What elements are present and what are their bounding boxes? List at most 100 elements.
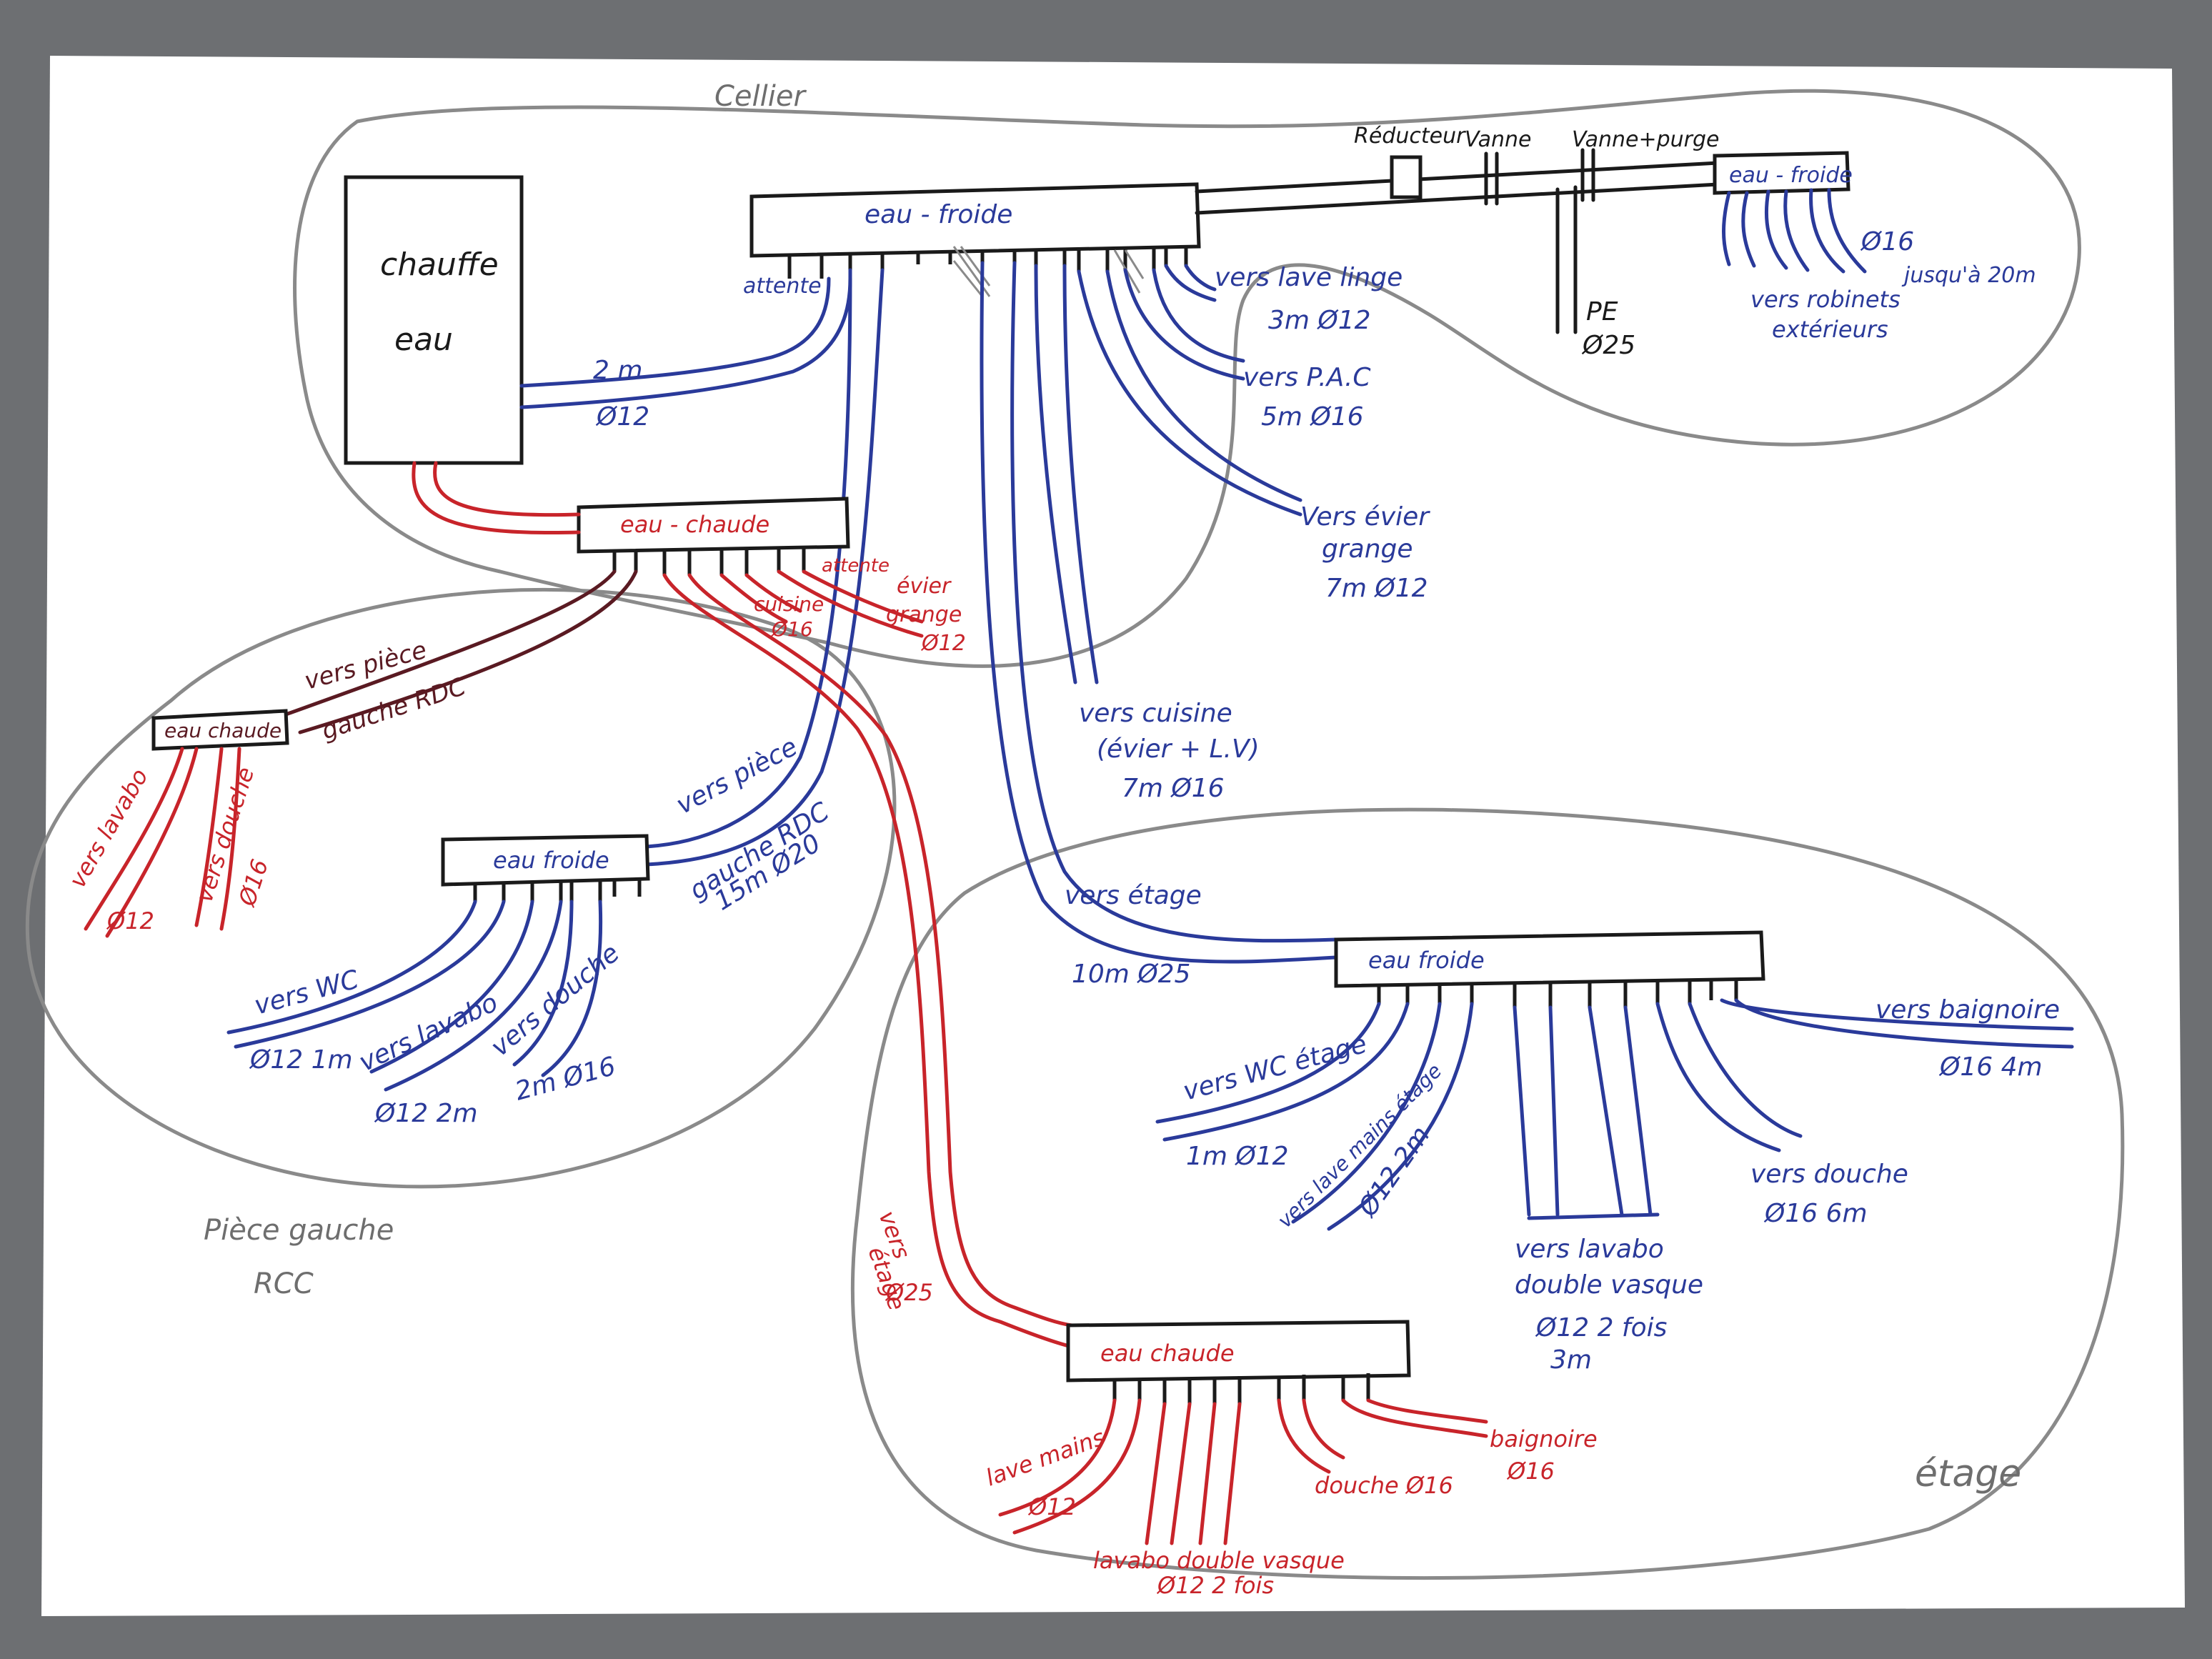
left-wc-label-2: Ø12 1m [249,1045,353,1075]
etage-feed-label-1: vers étage [1065,881,1202,910]
hot-evier-label-3: Ø12 [920,631,966,656]
hot-evier-grange-pipe [777,569,924,638]
pe-size-label: Ø25 [1581,331,1635,360]
left-cold-manifold-label: eau froide [493,847,609,874]
left-cold-outlets [473,879,642,902]
left-lavabo-hot-label-2: Ø12 [106,907,154,935]
floor-lavabo-label-1: vers lavabo [1515,1235,1664,1264]
vanne-purge-label: Vanne+purge [1572,127,1720,152]
floor-cold-manifold [1334,930,1765,988]
main-cold-outlets [787,247,1188,279]
reducteur-label: Réducteur [1354,124,1466,149]
etage-feed-label-2: 10m Ø25 [1072,960,1190,989]
floor-cold-outlets [1377,979,1738,1007]
floor-hot-douche-label: douche Ø16 [1315,1472,1453,1499]
etage-cold-feed-pipe [980,261,1338,964]
cuisine-label-1: vers cuisine [1079,699,1232,728]
floor-cold-manifold-label: eau froide [1368,947,1485,974]
main-hot-outlets [612,547,806,575]
floor-hot-manifold [1066,1320,1411,1382]
boiler-cold-pipe [519,276,852,409]
boiler-pipe-size: Ø12 [595,402,649,432]
hot-cuisine-label-2: Ø16 [771,617,813,641]
floor-hot-baignoire-label-2: Ø16 [1506,1458,1555,1485]
floor-hot-lave-mains-label-2: Ø12 [1027,1493,1076,1520]
outdoor-tap-label-2: extérieurs [1772,316,1888,343]
floor-hot-douche-pipe [1277,1398,1345,1474]
floor-hot-manifold-label: eau chaude [1100,1340,1235,1367]
floor-hot-outlets [1112,1373,1370,1404]
floor-wc-label-2: 1m Ø12 [1186,1142,1289,1171]
hot-evier-label-2: grange [886,602,962,627]
main-hot-manifold-label: eau - chaude [620,511,769,538]
evier-grange-cold-pipe [1077,269,1302,517]
evier-grange-label-1: Vers évier [1300,502,1430,532]
floor-hot-baignoire-label-1: baignoire [1490,1425,1598,1453]
left-cold-manifold [441,834,650,887]
zone-piece-gauche-sublabel: RCC [254,1267,314,1300]
floor-lavabo-label-3: Ø12 2 fois [1535,1313,1667,1342]
floor-lavabo-label-4: 3m [1550,1345,1592,1375]
floor-hot-lavabo-pipe [1145,1402,1242,1545]
lave-linge-label-1: vers lave linge [1215,263,1403,292]
hot-evier-label-1: évier [897,574,952,599]
left-douche-cold-pipe [512,900,603,1077]
outdoor-tap-label-1: vers robinets [1750,286,1900,313]
cuisine-cold-pipe [1034,264,1099,684]
main-cold-manifold [749,182,1201,258]
left-hot-feed-pipe [284,569,638,734]
etage-hot-feed-pipe [662,573,1074,1349]
etage-hot-feed-label-3: Ø25 [885,1279,933,1306]
water-heater-label-1: chauffe [380,246,499,283]
zone-cellier-outline [293,89,2081,668]
floor-lavabo-label-2: double vasque [1515,1270,1703,1300]
zone-etage-label: étage [1915,1453,2021,1495]
cuisine-label-3: 7m Ø16 [1122,774,1225,803]
left-lavabo-hot-pipe [84,747,199,938]
evier-grange-label-3: 7m Ø12 [1325,574,1428,603]
floor-baignoire-label-2: Ø16 4m [1938,1052,2043,1082]
outdoor-tap-pipes [1722,188,1867,274]
outdoor-tap-length: jusqu'à 20m [1901,263,2036,288]
floor-hot-lave-mains-pipe [998,1398,1142,1535]
floor-baignoire-label-1: vers baignoire [1875,995,2060,1025]
evier-grange-label-2: grange [1322,534,1413,564]
floor-douche-pipe [1655,1002,1803,1152]
outdoor-cold-manifold [1713,151,1850,195]
floor-wc-pipe [1155,1002,1410,1142]
water-heater-box [344,175,524,465]
cold-attente-label: attente [743,274,822,299]
left-wc-pipe [226,900,506,1049]
hot-cuisine-pipe [719,573,802,624]
left-cold-feed-pipe [644,268,885,867]
main-cold-manifold-label: eau - froide [865,200,1012,229]
floor-hot-lavabo-label-2: Ø12 2 fois [1156,1572,1274,1599]
left-hot-manifold-label: eau chaude [164,719,282,742]
left-hot-manifold [151,709,289,751]
lave-linge-pipe [1164,264,1217,302]
pac-label-2: 5m Ø16 [1261,402,1364,432]
water-heater-label-2: eau [394,322,453,358]
floor-hot-baignoire-pipe [1341,1398,1488,1438]
floor-douche-label-1: vers douche [1750,1160,1908,1189]
zone-piece-gauche-label: Pièce gauche [204,1214,394,1247]
hot-cuisine-label-1: cuisine [754,592,824,616]
reducer-box [1390,155,1423,199]
left-lavabo-cold-label-2: Ø12 2m [374,1099,478,1128]
pe-riser [1555,185,1578,334]
floor-lavabo-pipe [1513,1005,1653,1217]
floor-baignoire-pipe [1720,998,2074,1049]
left-lavabo-cold-pipe [369,900,563,1092]
left-douche-hot-pipe [194,747,241,931]
boiler-pipe-length: 2 m [593,356,642,385]
floor-lave-mains-pipe [1291,1002,1474,1231]
floor-hot-lavabo-label-1: lavabo double vasque [1093,1547,1345,1574]
valve-purge-mark [1580,148,1595,202]
outdoor-main-pipe [1195,161,1720,215]
main-hot-manifold [577,497,850,554]
hot-attente-label: attente [822,555,890,577]
floor-douche-label-2: Ø16 6m [1763,1199,1868,1228]
boiler-hot-pipe [412,461,581,535]
